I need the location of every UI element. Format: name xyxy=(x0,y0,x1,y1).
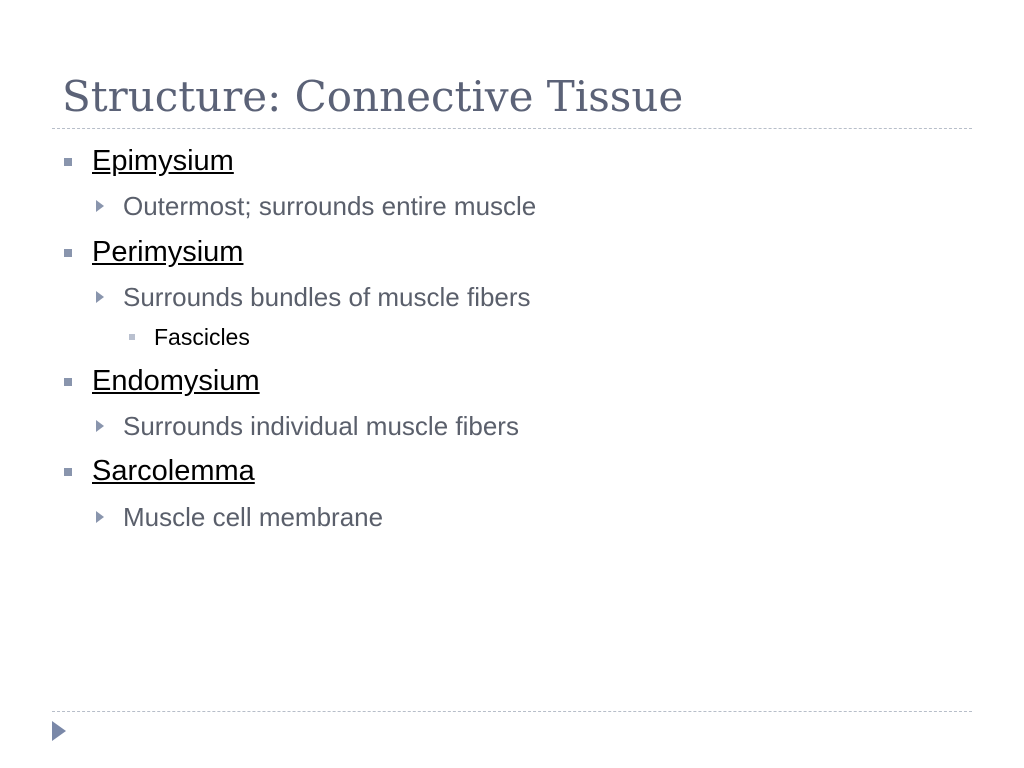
footer-divider xyxy=(52,711,972,712)
desc-endomysium: Surrounds individual muscle fibers xyxy=(123,411,519,441)
triangle-bullet-icon xyxy=(96,200,104,212)
desc-perimysium: Surrounds bundles of muscle fibers xyxy=(123,282,531,312)
desc-epimysium: Outermost; surrounds entire muscle xyxy=(123,191,537,221)
triangle-bullet-icon xyxy=(96,291,104,303)
desc-fascicles: Fascicles xyxy=(154,324,250,350)
small-square-bullet-icon xyxy=(129,334,135,340)
slide-title: Structure: Connective Tissue xyxy=(62,72,684,121)
square-bullet-icon xyxy=(64,468,72,476)
play-triangle-icon[interactable] xyxy=(52,721,66,741)
term-perimysium: Perimysium xyxy=(92,236,244,268)
title-divider xyxy=(52,128,972,129)
term-sarcolemma: Sarcolemma xyxy=(92,455,255,487)
square-bullet-icon xyxy=(64,378,72,386)
triangle-bullet-icon xyxy=(96,511,104,523)
square-bullet-icon xyxy=(64,158,72,166)
square-bullet-icon xyxy=(64,249,72,257)
term-endomysium: Endomysium xyxy=(92,365,260,397)
desc-sarcolemma: Muscle cell membrane xyxy=(123,502,384,532)
triangle-bullet-icon xyxy=(96,420,104,432)
term-epimysium: Epimysium xyxy=(92,145,234,177)
